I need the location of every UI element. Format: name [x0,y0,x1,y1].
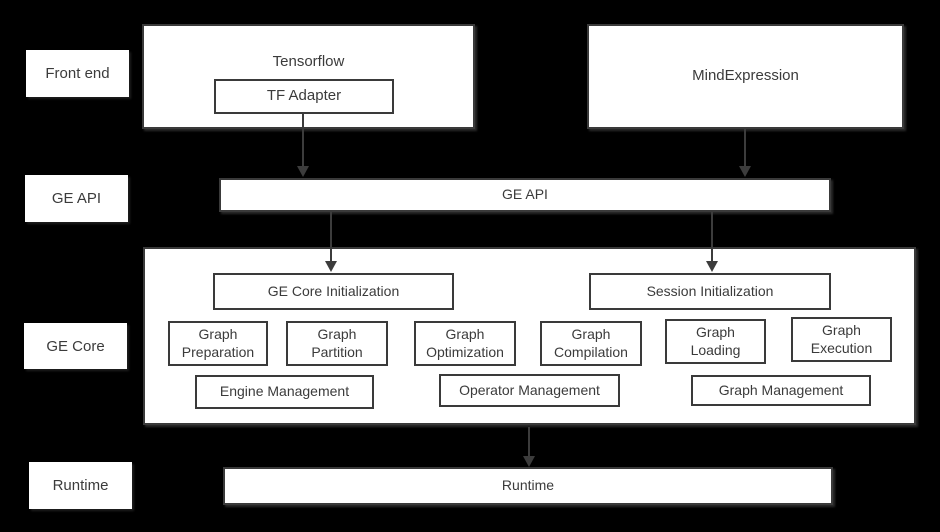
runtime-node: Runtime [223,467,833,505]
arrow-mindexpression-to-ge-api [739,129,751,177]
engine-management-label: Engine Management [219,383,350,400]
arrow-ge-api-to-session-initialization [706,212,718,272]
graph-compilation-label: Graph Compilation [554,326,628,360]
graph-optimization-label: Graph Optimization [426,326,504,360]
graph-execution-node: Graph Execution [791,317,892,362]
session-initialization-node: Session Initialization [589,273,831,310]
operator-management-node: Operator Management [439,374,620,407]
arrow-ge-api-to-ge-core-initialization [325,212,337,272]
graph-management-node: Graph Management [691,375,871,406]
mindexpression-node-label: MindExpression [692,67,799,85]
ge-core-initialization-node: GE Core Initialization [213,273,454,310]
engine-management-node: Engine Management [195,375,374,409]
tf-adapter-node-label: TF Adapter [266,87,342,105]
tensorflow-node: Tensorflow TF Adapter [142,24,475,129]
graph-loading-label: Graph Loading [690,324,741,358]
arrow-tf-adapter-to-ge-api [297,114,309,177]
runtime-node-label: Runtime [501,477,555,494]
row-label-runtime-text: Runtime [52,477,109,494]
row-label-ge-core: GE Core [24,323,127,369]
row-label-ge-api: GE API [25,175,128,222]
graph-execution-label: Graph Execution [810,322,873,356]
operator-management-label: Operator Management [459,381,600,398]
graph-optimization-node: Graph Optimization [414,321,516,366]
session-initialization-label: Session Initialization [646,282,774,299]
tf-adapter-node: TF Adapter [214,79,394,114]
row-label-ge-core-text: GE Core [46,337,105,355]
graph-preparation-node: Graph Preparation [168,321,268,366]
ge-core-container: GE Core Initialization Session Initializ… [143,247,916,425]
graph-preparation-label: Graph Preparation [181,326,255,360]
row-label-front-end-text: Front end [45,65,110,82]
row-label-runtime: Runtime [29,462,132,509]
ge-core-initialization-label: GE Core Initialization [267,282,400,299]
arrow-ge-core-to-runtime [523,427,535,467]
ge-api-node: GE API [219,178,831,212]
row-label-front-end: Front end [26,50,129,97]
graph-partition-node: Graph Partition [286,321,388,366]
mindexpression-node: MindExpression [587,24,904,129]
tensorflow-node-label: Tensorflow [272,53,345,70]
graph-management-label: Graph Management [718,381,844,398]
ge-api-node-label: GE API [502,186,548,203]
row-label-ge-api-text: GE API [51,190,102,207]
graph-partition-label: Graph Partition [311,326,363,360]
graph-compilation-node: Graph Compilation [540,321,642,366]
graph-loading-node: Graph Loading [665,319,766,364]
